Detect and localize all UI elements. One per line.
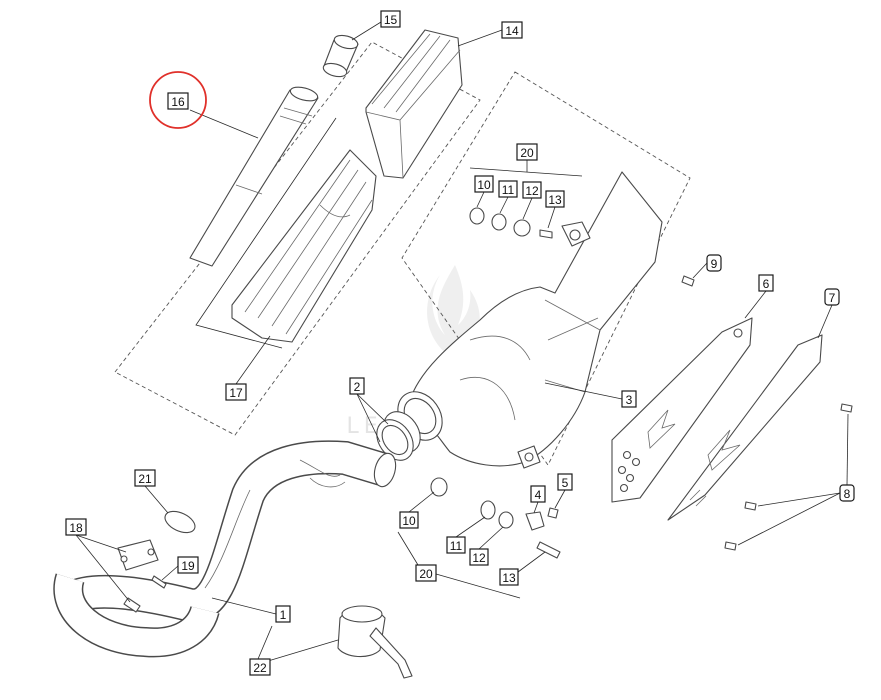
callout-3-label: 3: [626, 393, 633, 407]
callout-11-top-label: 11: [502, 183, 515, 197]
callout-12-bottom: 12: [469, 548, 489, 566]
callout-4: 4: [530, 485, 546, 503]
callout-10-top-label: 10: [477, 178, 491, 192]
callout-13-top: 13: [545, 190, 565, 208]
callout-16-label: 16: [171, 95, 185, 109]
part-13-bolt-bottom: [536, 541, 561, 559]
callout-19-label: 19: [181, 559, 195, 573]
callout-2-label: 2: [354, 380, 361, 394]
callout-5-label: 5: [562, 476, 569, 490]
callout-1: 1: [275, 605, 291, 623]
callout-9-label: 9: [711, 257, 718, 271]
part-13-bolt-top: [539, 229, 553, 239]
part-11-spacer-top: [491, 213, 507, 231]
callout-14: 14: [501, 21, 523, 39]
callout-8: 8: [839, 484, 855, 502]
callout-11-bottom-label: 11: [450, 539, 463, 553]
callout-18-label: 18: [69, 521, 83, 535]
part-6-bracket-plate: [611, 317, 753, 503]
part-9-screw: [681, 275, 695, 287]
part-4-bracket: [525, 511, 545, 531]
part-12-washer-bottom: [498, 511, 514, 529]
part-7-outer-cover: [667, 334, 823, 521]
callout-13-top-label: 13: [548, 193, 562, 207]
callout-10-bottom: 10: [399, 511, 419, 529]
callout-21-label: 21: [138, 472, 152, 486]
callout-20-top: 20: [516, 143, 538, 161]
leader-lines: [75, 21, 849, 662]
callout-3: 3: [621, 390, 637, 408]
part-19-bolt: [151, 575, 167, 589]
part-14-heat-shield-cap: [365, 29, 463, 179]
callout-15-label: 15: [384, 13, 398, 27]
callout-16: 16: [167, 92, 189, 110]
callout-17-label: 17: [229, 386, 243, 400]
callout-12-top: 12: [522, 181, 542, 199]
part-15-sleeve: [322, 34, 359, 78]
part-8-screws: [724, 403, 853, 551]
part-2-gasket-rings: [376, 411, 421, 461]
callout-1-label: 1: [280, 608, 287, 622]
callout-10-top: 10: [474, 175, 494, 193]
part-10-nut-top: [469, 207, 485, 225]
group-outline-inner: [195, 117, 337, 349]
highlight-circle: [149, 71, 207, 129]
callout-6-label: 6: [763, 277, 770, 291]
callout-20-bottom-label: 20: [419, 567, 433, 581]
part-21-gasket: [164, 510, 196, 534]
callout-20-top-label: 20: [520, 146, 534, 160]
part-11-spacer-bottom: [480, 500, 496, 520]
callout-10-bottom-label: 10: [402, 514, 416, 528]
part-10-nut-bottom: [430, 477, 448, 497]
callout-8-label: 8: [844, 487, 851, 501]
callout-18: 18: [65, 518, 87, 536]
callout-13-bottom: 13: [499, 568, 519, 586]
group-outline-muffler: [401, 71, 691, 466]
part-16-tube: [189, 86, 319, 267]
callout-13-bottom-label: 13: [502, 571, 516, 585]
part-5-screw: [547, 507, 559, 519]
callout-20-bottom: 20: [415, 564, 437, 582]
callout-15: 15: [380, 10, 401, 28]
callout-14-label: 14: [505, 24, 519, 38]
callout-11-top: 11: [498, 180, 518, 198]
callout-9: 9: [706, 254, 722, 272]
part-17-heat-shield: [231, 149, 377, 343]
part-22-sensor-cap: [337, 605, 413, 679]
callout-5: 5: [557, 473, 573, 491]
callout-22-label: 22: [253, 661, 267, 675]
callout-19: 19: [177, 556, 199, 574]
callout-22: 22: [249, 658, 271, 676]
callout-12-top-label: 12: [525, 184, 539, 198]
hardware-group-top: [469, 207, 553, 239]
part-12-washer-top: [513, 219, 531, 237]
callout-7-label: 7: [829, 291, 836, 305]
callout-7: 7: [824, 288, 840, 306]
hardware-group-bottom: [430, 477, 561, 559]
part-18-flange-clamp: [117, 539, 159, 613]
callout-2: 2: [349, 377, 365, 395]
callout-6: 6: [758, 274, 774, 292]
group-outline-heat-shield: [114, 41, 481, 436]
callout-21: 21: [134, 469, 156, 487]
part-1-header-pipe: [53, 440, 397, 658]
callout-11-bottom: 11: [446, 536, 466, 554]
callout-17: 17: [225, 383, 247, 401]
callout-12-bottom-label: 12: [472, 551, 486, 565]
callout-4-label: 4: [535, 488, 542, 502]
